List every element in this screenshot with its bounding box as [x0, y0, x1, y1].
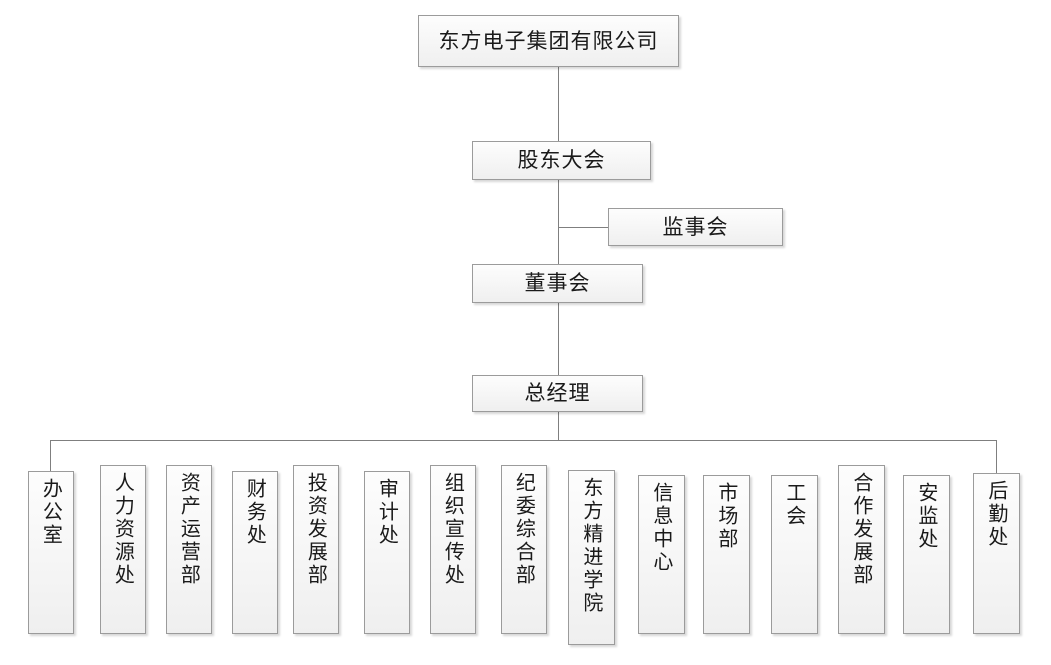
node-department-labor-union[interactable]: 工会 [771, 475, 818, 634]
node-department-discipline-committee[interactable]: 纪委综合部 [501, 465, 547, 634]
department-label: 财务处 [243, 478, 268, 547]
department-label: 合作发展部 [849, 472, 874, 587]
department-label: 资产运营部 [177, 472, 202, 587]
node-board-of-directors[interactable]: 董事会 [472, 264, 643, 303]
department-label: 纪委综合部 [512, 472, 537, 587]
department-label: 市场部 [714, 482, 739, 551]
department-label: 工会 [782, 482, 807, 528]
department-label: 投资发展部 [304, 472, 329, 587]
department-label: 组织宣传处 [441, 472, 466, 587]
node-department-investment-development[interactable]: 投资发展部 [293, 465, 339, 634]
connector-bus-to-first-department [50, 440, 51, 471]
node-department-audit[interactable]: 审计处 [364, 471, 410, 634]
node-department-cooperation-development[interactable]: 合作发展部 [838, 465, 885, 634]
department-label: 东方精进学院 [579, 477, 604, 615]
department-label: 审计处 [375, 478, 400, 547]
node-department-finance[interactable]: 财务处 [232, 471, 278, 634]
node-department-dongfang-academy[interactable]: 东方精进学院 [568, 470, 615, 645]
department-label: 信息中心 [649, 482, 674, 574]
node-department-marketing[interactable]: 市场部 [703, 475, 750, 634]
connector-to-supervisory-board [558, 227, 609, 228]
node-department-asset-operation[interactable]: 资产运营部 [166, 465, 212, 634]
node-department-safety-supervision[interactable]: 安监处 [903, 475, 950, 634]
department-label: 安监处 [914, 482, 939, 551]
department-label: 办公室 [39, 478, 64, 547]
node-company[interactable]: 东方电子集团有限公司 [418, 15, 679, 67]
node-department-office[interactable]: 办公室 [28, 471, 74, 634]
node-general-manager[interactable]: 总经理 [472, 375, 643, 412]
department-label: 人力资源处 [111, 472, 136, 587]
node-supervisory-board[interactable]: 监事会 [608, 208, 783, 246]
connector-company-to-shareholders [558, 67, 559, 141]
connector-shareholders-to-board [558, 180, 559, 264]
node-shareholders-meeting[interactable]: 股东大会 [472, 141, 651, 180]
node-department-information-center[interactable]: 信息中心 [638, 475, 685, 634]
node-department-organization-publicity[interactable]: 组织宣传处 [430, 465, 476, 634]
connector-board-to-gm [558, 303, 559, 375]
node-department-human-resources[interactable]: 人力资源处 [100, 465, 146, 634]
connector-gm-to-bus [558, 412, 559, 440]
connector-bus-to-last-department [996, 440, 997, 473]
node-department-logistics[interactable]: 后勤处 [973, 473, 1020, 634]
department-label: 后勤处 [984, 480, 1009, 549]
connector-department-bus [50, 440, 997, 441]
